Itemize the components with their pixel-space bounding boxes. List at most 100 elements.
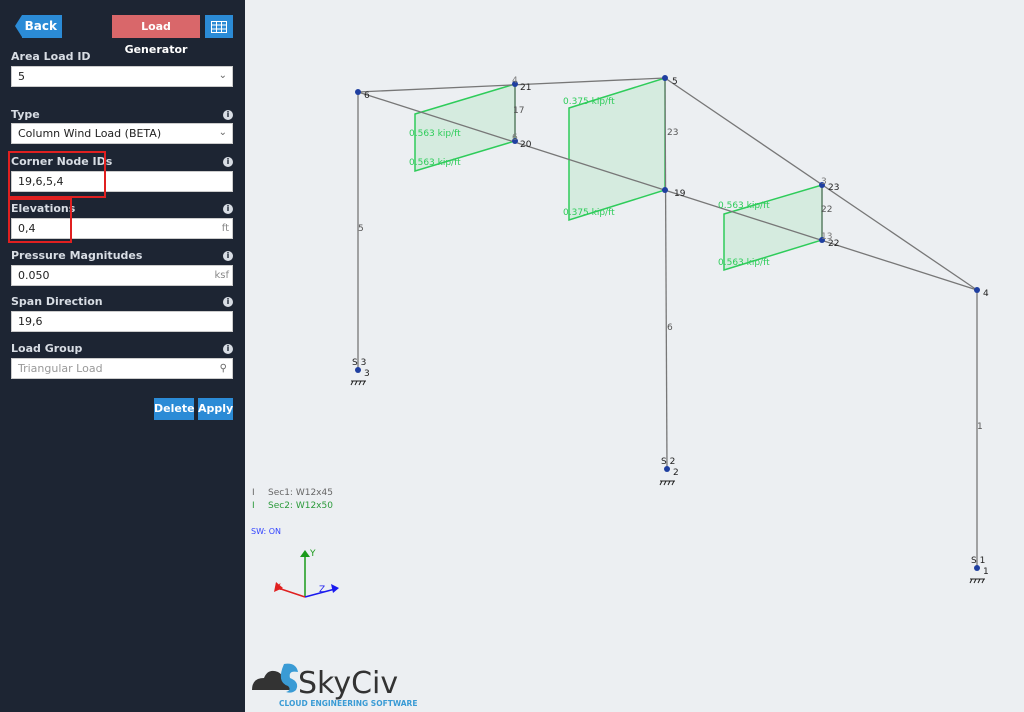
node-label: 1 — [983, 567, 989, 577]
pressure-input[interactable]: 0.050 ksf — [11, 265, 233, 286]
logo-mark — [280, 663, 298, 693]
unit-label: ksf — [214, 270, 229, 281]
fixed-support-icon — [350, 380, 985, 584]
table-view-button[interactable] — [205, 15, 233, 38]
node-label: 13 — [821, 232, 832, 242]
load-labels: 0.563 kip/ft 0.563 kip/ft 0.375 kip/ft 0… — [409, 97, 770, 268]
support-label: S 3 — [352, 358, 366, 368]
axes-triad: Y X Z — [274, 549, 339, 598]
node-label: 4 — [512, 76, 518, 86]
nodes — [355, 75, 980, 571]
load-label: 0.375 kip/ft — [563, 97, 615, 107]
elevations-value: 0,4 — [18, 222, 36, 235]
corner-node-ids-label: Corner Node IDs — [11, 155, 113, 168]
node-label: 21 — [520, 83, 531, 93]
member-label: 6 — [667, 323, 673, 333]
section-2-label: Sec2: W12x50 — [268, 501, 333, 511]
section-icon: I — [252, 488, 255, 498]
node[interactable] — [664, 466, 670, 472]
node-label: 3 — [821, 177, 827, 187]
load-label: 0.563 kip/ft — [409, 158, 461, 168]
node[interactable] — [662, 187, 668, 193]
logo-text: SkyCiv — [298, 666, 398, 701]
load-generator-button[interactable]: Load Generator — [112, 15, 200, 56]
member[interactable] — [357, 77, 666, 93]
load-label: 0.563 kip/ft — [409, 129, 461, 139]
x-axis-label: X — [275, 583, 281, 593]
node-label: 20 — [520, 140, 532, 150]
type-select[interactable]: Column Wind Load (BETA) ⌄ — [11, 123, 233, 144]
node-label: 22 — [828, 239, 839, 249]
member-label: 22 — [821, 205, 832, 215]
member[interactable] — [664, 77, 668, 470]
section-1-label: Sec1: W12x45 — [268, 488, 333, 498]
info-icon[interactable]: i — [223, 110, 233, 120]
node-label: 19 — [674, 189, 686, 199]
load-label: 0.563 kip/ft — [718, 258, 770, 268]
node-label: 6 — [512, 133, 518, 143]
node-label: 23 — [828, 183, 839, 193]
load-group-placeholder: Triangular Load — [18, 362, 103, 375]
node[interactable] — [662, 75, 668, 81]
search-icon: ⚲ — [219, 363, 227, 374]
node-label: 3 — [364, 369, 370, 379]
section-icon: I — [252, 501, 255, 511]
support-label: S 2 — [661, 457, 675, 467]
info-icon[interactable]: i — [223, 251, 233, 261]
member-labels: 5 17 23 22 6 1 — [358, 106, 983, 432]
info-icon[interactable]: i — [223, 297, 233, 307]
member-label: 5 — [358, 224, 364, 234]
model-viewport[interactable]: 6 21 4 5 20 6 19 23 3 22 13 4 3 2 1 5 17… — [245, 0, 1024, 712]
delete-button[interactable]: Delete — [154, 398, 195, 420]
node[interactable] — [512, 81, 518, 87]
pressure-label: Pressure Magnitudes — [11, 249, 143, 262]
y-axis-label: Y — [309, 549, 316, 559]
node[interactable] — [355, 89, 361, 95]
info-icon[interactable]: i — [223, 157, 233, 167]
legend: I Sec1: W12x45 I Sec2: W12x50 SW: ON — [251, 488, 333, 536]
member-label: 17 — [513, 106, 524, 116]
pressure-value: 0.050 — [18, 269, 50, 282]
chevron-down-icon: ⌄ — [218, 127, 227, 138]
self-weight-status[interactable]: SW: ON — [251, 527, 281, 536]
type-label: Type — [11, 108, 40, 121]
cloud-icon — [252, 670, 292, 690]
elevations-label: Elevations — [11, 202, 76, 215]
area-load-id-select[interactable]: 5⌄ — [11, 66, 233, 87]
node[interactable] — [512, 138, 518, 144]
node-labels: 6 21 4 5 20 6 19 23 3 22 13 4 3 2 1 — [364, 76, 989, 577]
highlight-box — [8, 198, 72, 243]
info-icon[interactable]: i — [223, 204, 233, 214]
node[interactable] — [819, 182, 825, 188]
node[interactable] — [355, 367, 361, 373]
z-axis-label: Z — [319, 585, 325, 595]
load-label: 0.375 kip/ft — [563, 208, 615, 218]
back-button[interactable]: Back — [15, 15, 62, 38]
support-label: S 1 — [971, 556, 985, 566]
node[interactable] — [974, 565, 980, 571]
span-direction-input[interactable]: 19,6 — [11, 311, 233, 332]
corner-node-ids-value: 19,6,5,4 — [18, 175, 64, 188]
node-label: 6 — [364, 91, 370, 101]
apply-button[interactable]: Apply — [198, 398, 233, 420]
span-direction-label: Span Direction — [11, 295, 103, 308]
elevations-input[interactable]: 0,4 ft — [11, 218, 233, 239]
node-label: 4 — [983, 289, 989, 299]
load-group-label: Load Group — [11, 342, 83, 355]
info-icon[interactable]: i — [223, 344, 233, 354]
node-label: 5 — [672, 77, 678, 87]
unit-label: ft — [221, 223, 229, 234]
node[interactable] — [974, 287, 980, 293]
supports: S 3 S 2 S 1 — [350, 358, 985, 584]
area-load-id-value: 5 — [18, 70, 25, 83]
member-label: 23 — [667, 128, 678, 138]
type-value: Column Wind Load (BETA) — [18, 127, 162, 140]
node[interactable] — [819, 237, 825, 243]
corner-node-ids-input[interactable]: 19,6,5,4 — [11, 171, 233, 192]
highlight-box — [8, 151, 106, 198]
node-label: 2 — [673, 468, 679, 478]
skyciv-logo: SkyCiv CLOUD ENGINEERING SOFTWARE — [252, 663, 417, 708]
member-label: 1 — [977, 422, 983, 432]
load-group-input[interactable]: Triangular Load ⚲ — [11, 358, 233, 379]
area-load-id-label: Area Load ID — [11, 50, 91, 63]
